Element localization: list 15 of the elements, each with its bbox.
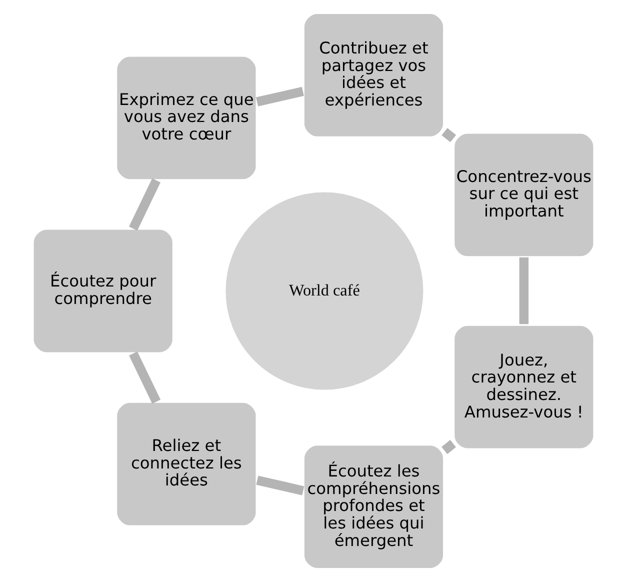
node-box: Reliez et connectez les idées <box>114 400 258 528</box>
node-box: Jouez, crayonnez et dessinez. Amusez-vous ! <box>452 324 596 451</box>
connector <box>128 351 160 404</box>
node-box: Concentrez-vous sur ce qui est important <box>452 131 596 258</box>
connector <box>441 440 456 454</box>
connector <box>128 178 160 231</box>
node-box: Écoutez pour comprendre <box>30 227 174 355</box>
node-box: Écoutez les compréhensions profondes et les idées qui émergent <box>302 443 445 570</box>
connector <box>441 128 456 142</box>
connector <box>256 86 304 106</box>
connector <box>518 257 528 324</box>
node-box: Exprimez ce que vous avez dans votre cœur <box>114 54 258 182</box>
connector <box>256 476 304 496</box>
node-box: Contribuez et partagez vos idées et expériences <box>302 12 445 139</box>
node-circle: World café <box>222 190 426 392</box>
